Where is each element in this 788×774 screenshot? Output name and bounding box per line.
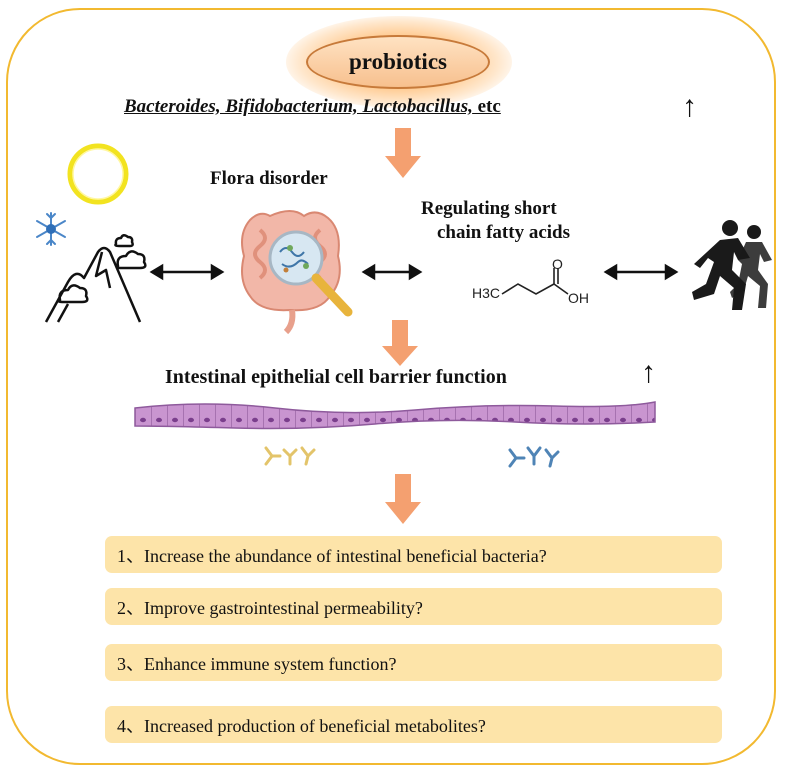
- question-2: 2、Improve gastrointestinal permeability?: [105, 588, 722, 625]
- probiotics-title: probiotics: [306, 35, 490, 89]
- flow-arrow-1: [385, 128, 421, 178]
- runners-icon: [692, 220, 772, 310]
- molecule-o: O: [552, 256, 563, 272]
- molecule-oh: OH: [568, 290, 589, 306]
- scfa-label-line1: Regulating short: [421, 198, 557, 219]
- sun-icon: [67, 143, 129, 205]
- outer-frame: [6, 8, 776, 765]
- butyric-acid-structure: [501, 268, 569, 295]
- barrier-up-arrow: ↑: [641, 356, 656, 389]
- genera-up-arrow: ↑: [682, 90, 697, 123]
- double-arrow-left: [149, 263, 225, 281]
- mountain-icon: [44, 234, 147, 323]
- probiotic-genera: Bacteroides, Bifidobacterium, Lactobacil…: [124, 96, 501, 118]
- question-4: 4、Increased production of beneficial met…: [105, 706, 722, 743]
- genera-names: Bacteroides, Bifidobacterium, Lactobacil…: [124, 96, 473, 117]
- intestine-icon: [241, 210, 353, 335]
- question-1: 1、Increase the abundance of intestinal b…: [105, 536, 722, 573]
- snowflake-icon: [36, 212, 66, 246]
- yellow-molecule-cluster: [264, 446, 316, 466]
- barrier-function-label: Intestinal epithelial cell barrier funct…: [165, 366, 507, 388]
- blue-molecule-cluster: [508, 446, 560, 468]
- molecule-h3c: H3C: [472, 285, 501, 301]
- genera-suffix: etc: [472, 96, 501, 117]
- flow-arrow-3: [385, 474, 421, 524]
- epithelial-cell-layer: [134, 401, 656, 430]
- double-arrow-right: [603, 263, 679, 281]
- question-3: 3、Enhance immune system function?: [105, 644, 722, 681]
- double-arrow-middle: [361, 263, 423, 281]
- scfa-label-line2: chain fatty acids: [437, 222, 570, 243]
- flora-disorder-label: Flora disorder: [210, 168, 328, 189]
- flow-arrow-2: [382, 320, 418, 366]
